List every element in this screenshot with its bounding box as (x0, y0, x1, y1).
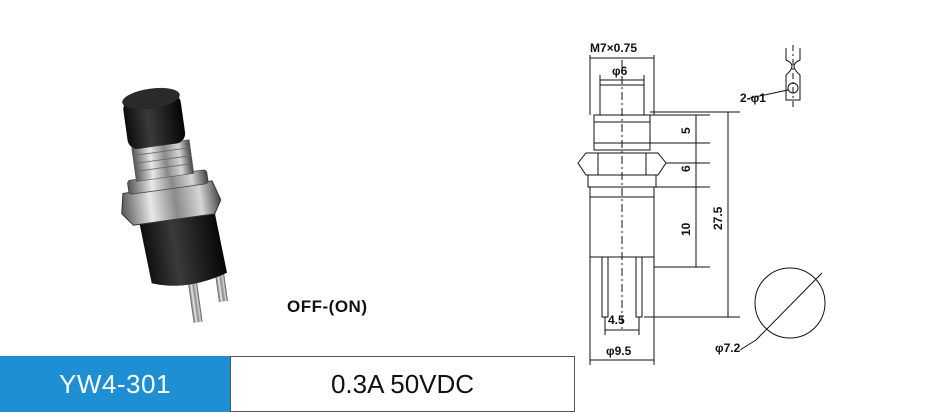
dim-body-height: 10 (679, 222, 693, 236)
dim-button-diameter: φ6 (612, 64, 628, 78)
dim-button-height: 5 (679, 127, 693, 134)
switch-mode-label: OFF-(ON) (287, 297, 368, 316)
spec-bar: YW4-301 0.3A 50VDC (0, 356, 575, 412)
dim-cutout-diameter: φ7.2 (715, 341, 741, 355)
model-label: YW4-301 (0, 356, 230, 412)
dim-terminal-hole: 2-φ1 (740, 91, 766, 105)
dim-pin-spacing: 4.5 (608, 313, 625, 327)
dim-total-height: 27.5 (711, 206, 725, 230)
dimension-drawing: M7×0.75 φ6 5 6 10 27.5 4.5 φ9.5 2-φ1 φ7.… (577, 41, 826, 365)
dim-thread: M7×0.75 (590, 41, 637, 55)
dim-body-diameter: φ9.5 (606, 344, 632, 358)
rating-label: 0.3A 50VDC (230, 356, 575, 412)
dim-nut-height: 6 (679, 165, 693, 172)
switch-photo (121, 87, 228, 323)
